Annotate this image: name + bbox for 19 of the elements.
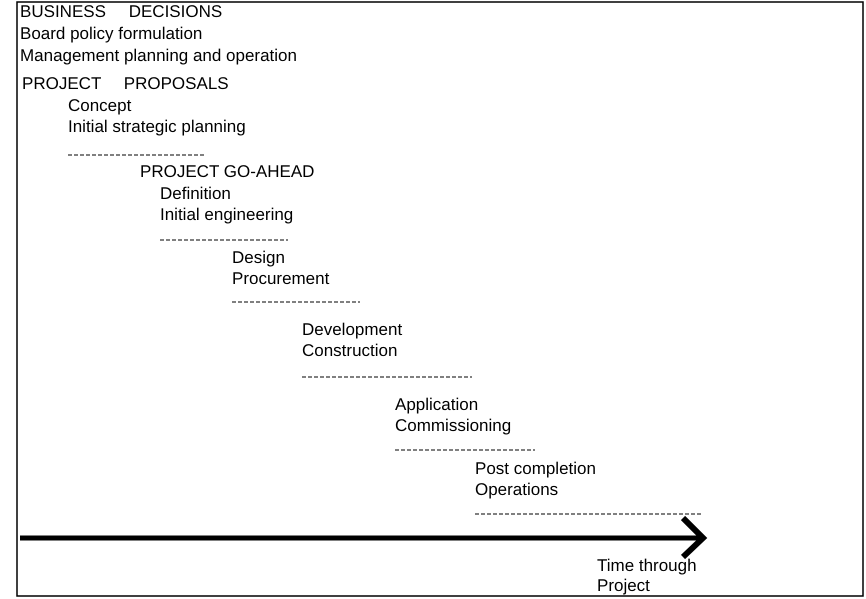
label-text: Development: [302, 320, 402, 340]
label-text: Construction: [302, 341, 398, 361]
label-text: Operations: [475, 480, 558, 500]
label-text: BUSINESS DECISIONS: [20, 2, 222, 22]
label-text: PROJECT GO-AHEAD: [140, 162, 314, 182]
label-text: Commissioning: [395, 416, 512, 436]
label-text: Initial engineering: [160, 205, 294, 225]
label-text: Time through: [597, 556, 697, 576]
label-text: PROJECT PROPOSALS: [22, 74, 229, 94]
label-text: Definition: [160, 184, 231, 204]
label-text: Concept: [68, 96, 132, 116]
label-text: Application: [395, 395, 478, 415]
label-text: Board policy formulation: [20, 24, 202, 44]
label-text: Management planning and operation: [20, 46, 297, 66]
label-text: Initial strategic planning: [68, 117, 246, 137]
label-text: Design: [232, 248, 285, 268]
label-text: Procurement: [232, 269, 330, 289]
label-text: Project: [597, 576, 650, 596]
label-text: Post completion: [475, 459, 596, 479]
